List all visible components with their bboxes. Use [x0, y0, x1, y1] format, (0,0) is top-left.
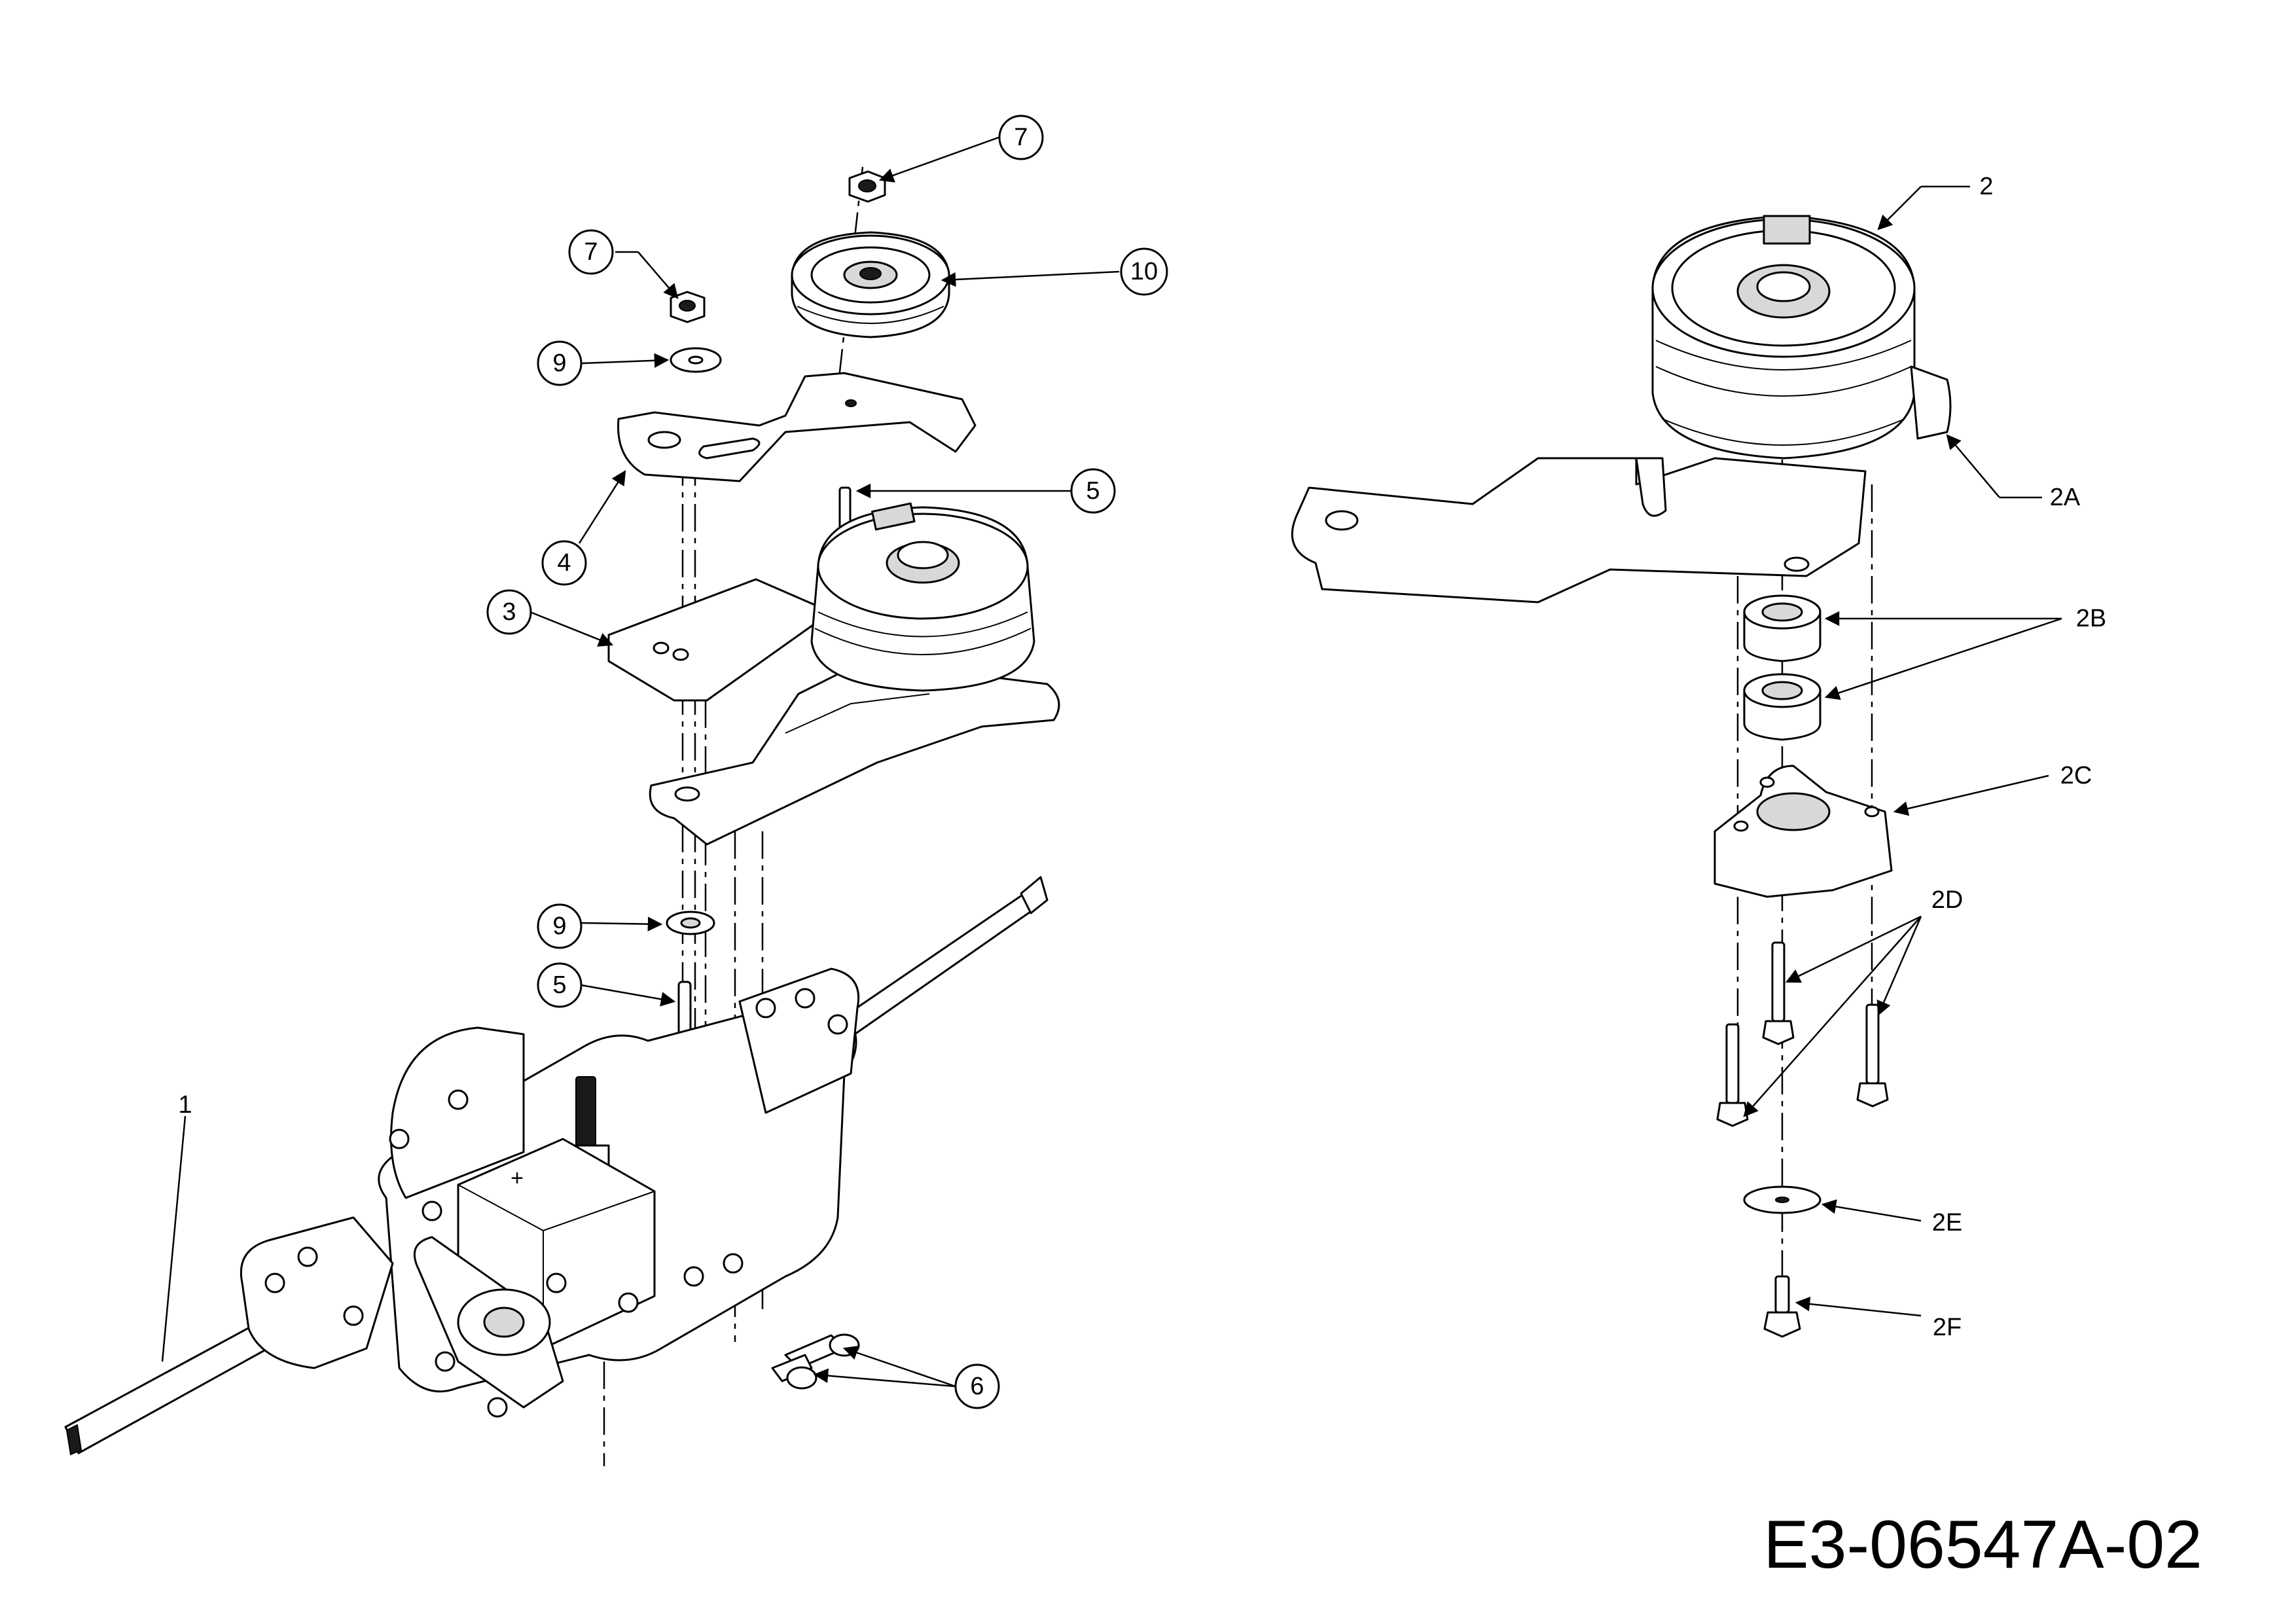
callout-label: 7 [1014, 124, 1028, 151]
housing-bolts [264, 988, 848, 1418]
washer-9-upper [670, 347, 722, 373]
callout-label: 6 [970, 1373, 984, 1400]
callout-label: 5 [552, 971, 566, 999]
transaxle-1: + [64, 876, 1049, 1456]
label-2C: 2C [2060, 762, 2092, 789]
callout-label: 9 [552, 912, 566, 940]
idler-pulley-10 [791, 231, 950, 338]
washer-2E [1743, 1185, 1821, 1214]
washer-9-lower [666, 911, 715, 935]
label-2A: 2A [2050, 484, 2081, 511]
mounting-plate-3 [607, 578, 833, 702]
callout-9-lower: 9 [537, 903, 583, 949]
idler-arm-pulley-2 [1291, 215, 1916, 604]
idler-bracket-4 [617, 372, 977, 482]
callout-label: 7 [584, 238, 598, 266]
bearings-2B [1743, 594, 1821, 741]
drive-pulley-5 [810, 502, 1035, 692]
callout-label: 4 [557, 549, 571, 577]
callout-3: 3 [486, 589, 532, 635]
bolt-2F [1763, 1275, 1801, 1338]
hex-nut-7-top [848, 170, 886, 203]
pulley-tab-2A [1910, 365, 1952, 440]
callout-label: 3 [502, 598, 516, 626]
callout-5-lower: 5 [537, 962, 583, 1008]
callout-label: 5 [1086, 477, 1100, 505]
callout-5-upper: 5 [1070, 468, 1116, 514]
bolts-6 [771, 1333, 860, 1390]
callout-9-upper: 9 [537, 340, 583, 386]
callout-6: 6 [954, 1363, 1000, 1409]
callout-10: 10 [1120, 247, 1168, 296]
hex-nut-7-left [670, 291, 706, 323]
bolts-2D [1716, 941, 1889, 1127]
callout-7-left: 7 [568, 229, 614, 275]
svg-text:+: + [511, 1166, 524, 1191]
label-2B: 2B [2076, 605, 2106, 632]
callout-label: 9 [552, 350, 566, 377]
label-2: 2 [1979, 173, 1993, 200]
label-2F: 2F [1933, 1314, 1962, 1341]
callout-7-top: 7 [998, 115, 1044, 160]
label-1: 1 [178, 1091, 192, 1119]
leader-lines [161, 136, 2062, 1388]
drawing-number: E3-06547A-02 [1763, 1507, 2202, 1583]
label-2E: 2E [1932, 1209, 1962, 1236]
label-2D: 2D [1931, 886, 1964, 914]
hub-2C [1713, 765, 1893, 898]
callout-label: 10 [1130, 258, 1158, 285]
callout-4: 4 [541, 540, 587, 586]
